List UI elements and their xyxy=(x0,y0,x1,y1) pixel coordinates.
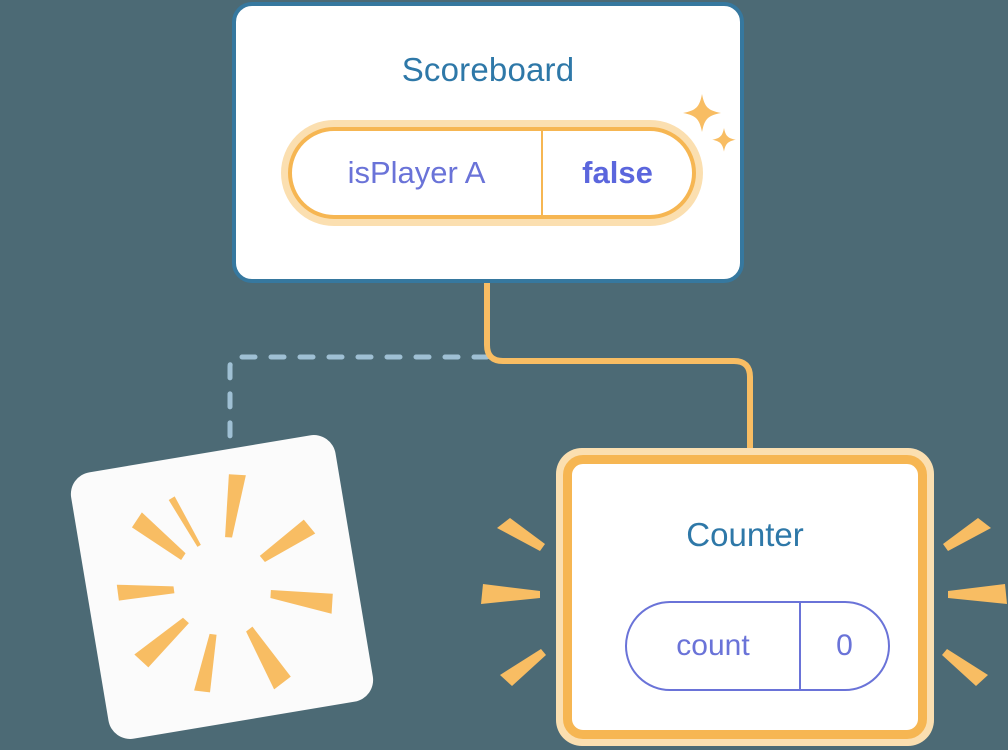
burst-ray xyxy=(168,496,201,547)
burst-ray xyxy=(259,519,316,563)
counter-state-pill[interactable]: count 0 xyxy=(625,601,890,691)
scoreboard-state-value: false xyxy=(582,155,653,190)
burst-ray xyxy=(131,512,186,560)
burst-ray xyxy=(116,584,175,601)
burst-ray xyxy=(270,589,333,614)
burst-ray xyxy=(225,474,246,538)
counter-burst-ray-right xyxy=(943,518,991,551)
counter-state-key: count xyxy=(627,603,801,689)
burst-rays-icon xyxy=(116,474,333,693)
counter-burst-ray-left xyxy=(481,584,540,604)
counter-card-inner: Counter count 0 xyxy=(563,455,927,739)
counter-burst-ray-left xyxy=(497,518,545,551)
counter-title: Counter xyxy=(686,516,804,553)
counter-state-value: 0 xyxy=(836,629,853,662)
counter-card[interactable]: Counter count 0 xyxy=(556,448,934,746)
scoreboard-title: Scoreboard xyxy=(401,51,575,88)
burst-ray xyxy=(246,626,291,690)
burst-ray xyxy=(134,617,189,668)
burst-ray xyxy=(194,633,217,693)
counter-burst-ray-right xyxy=(948,584,1007,604)
connector-solid-to-counter xyxy=(484,283,753,462)
scoreboard-state-pill[interactable]: isPlayer A false xyxy=(281,120,703,226)
counter-burst-ray-right xyxy=(942,649,988,686)
sparkle-small-icon xyxy=(712,128,736,152)
scoreboard-card[interactable]: Scoreboard isPlayer A false xyxy=(232,2,744,283)
sparkle-large-icon xyxy=(683,94,721,132)
counter-burst-ray-left xyxy=(500,649,546,686)
connector-dashed-to-burst-card xyxy=(227,354,490,473)
sparkle-group xyxy=(683,94,736,152)
scoreboard-state-pill-inner: isPlayer A false xyxy=(288,127,696,219)
burst-card[interactable] xyxy=(67,431,377,743)
scoreboard-state-key: isPlayer A xyxy=(292,131,543,215)
